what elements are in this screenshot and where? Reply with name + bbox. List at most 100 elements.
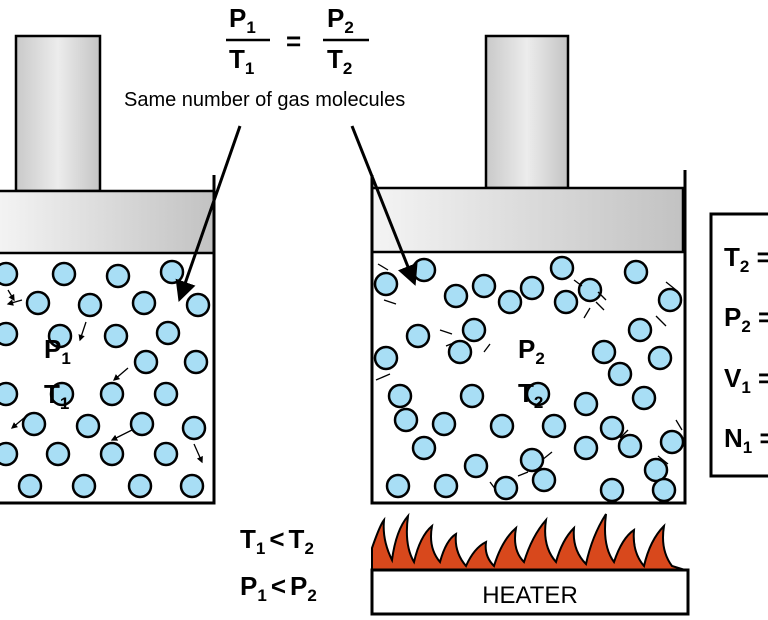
side-panel-box bbox=[709, 212, 768, 478]
gas-molecule bbox=[447, 339, 473, 365]
gas-molecule bbox=[659, 429, 685, 455]
gas-molecule bbox=[45, 441, 71, 467]
gas-molecule bbox=[373, 345, 399, 371]
gas-molecule bbox=[129, 411, 155, 437]
right-cylinder: P2 T2 bbox=[370, 34, 687, 505]
gas-molecule bbox=[133, 349, 159, 375]
gas-molecule bbox=[385, 473, 411, 499]
gas-molecule bbox=[599, 477, 625, 503]
gas-molecule bbox=[431, 411, 457, 437]
gas-molecule bbox=[185, 292, 211, 318]
gas-molecule bbox=[103, 323, 129, 349]
gas-molecule bbox=[77, 292, 103, 318]
pressure-comparison: P1<P2 bbox=[240, 571, 317, 605]
gas-molecule bbox=[573, 391, 599, 417]
right-temperature-label: T2 bbox=[518, 378, 543, 412]
gas-molecule bbox=[519, 275, 545, 301]
eq-p2: P2 bbox=[327, 3, 354, 37]
gas-molecule bbox=[519, 447, 545, 473]
gas-molecule bbox=[461, 317, 487, 343]
gas-molecule bbox=[159, 259, 185, 285]
gas-molecule bbox=[459, 383, 485, 409]
gas-molecule bbox=[443, 283, 469, 309]
gas-molecule bbox=[617, 433, 643, 459]
gas-molecule bbox=[99, 381, 125, 407]
gas-molecule bbox=[553, 289, 579, 315]
collision-mark bbox=[517, 471, 529, 477]
caption-text: Same number of gas molecules bbox=[124, 89, 405, 111]
left-cylinder: P1 T1 bbox=[0, 34, 216, 505]
collision-mark bbox=[541, 451, 553, 461]
collision-mark bbox=[619, 429, 629, 439]
gas-molecule bbox=[599, 415, 625, 441]
gas-molecule bbox=[17, 473, 43, 499]
left-pointer-arrow bbox=[175, 125, 242, 302]
gas-molecule bbox=[181, 415, 207, 441]
gas-molecule bbox=[155, 320, 181, 346]
gas-molecule bbox=[643, 457, 669, 483]
motion-arrow bbox=[7, 289, 15, 302]
side-panel-item: P2 = bbox=[724, 302, 768, 336]
motion-arrow bbox=[6, 299, 23, 306]
left-molecules bbox=[0, 259, 211, 499]
gas-molecule bbox=[531, 467, 557, 493]
gas-molecule bbox=[49, 381, 75, 407]
gas-molecule bbox=[573, 435, 599, 461]
right-piston-head bbox=[370, 186, 685, 254]
gas-molecule bbox=[541, 413, 567, 439]
left-container-wall bbox=[0, 175, 216, 505]
heater-box bbox=[370, 568, 690, 616]
gas-molecule bbox=[47, 323, 73, 349]
right-pointer-arrow bbox=[350, 125, 418, 286]
gas-molecule bbox=[99, 441, 125, 467]
heater-label: HEATER bbox=[482, 582, 578, 609]
gas-molecule bbox=[433, 473, 459, 499]
collision-mark bbox=[445, 341, 457, 347]
heater: HEATER bbox=[370, 512, 690, 616]
gas-molecule bbox=[631, 385, 657, 411]
gas-molecule bbox=[411, 257, 437, 283]
side-panel: T2 = P2 = V1 = N1 = bbox=[709, 212, 768, 478]
gas-molecule bbox=[21, 411, 47, 437]
collision-mark bbox=[597, 291, 607, 301]
heater-flames bbox=[371, 512, 686, 571]
left-motion-arrows bbox=[6, 289, 203, 464]
right-collision-marks bbox=[375, 263, 683, 491]
left-pressure-label: P1 bbox=[44, 334, 71, 368]
gas-molecule bbox=[577, 277, 603, 303]
collision-mark bbox=[375, 373, 391, 381]
side-panel-item: N1 = bbox=[724, 423, 768, 457]
gas-molecule bbox=[647, 345, 673, 371]
left-piston-rod bbox=[14, 34, 102, 193]
right-pressure-label: P2 bbox=[518, 334, 545, 368]
gas-molecule bbox=[489, 413, 515, 439]
gas-molecule bbox=[525, 381, 551, 407]
gas-molecule bbox=[127, 473, 153, 499]
collision-mark bbox=[583, 307, 591, 319]
collision-mark bbox=[489, 481, 497, 491]
collision-mark bbox=[657, 455, 669, 465]
gas-molecule bbox=[657, 287, 683, 313]
gas-molecule bbox=[591, 339, 617, 365]
gas-molecule bbox=[153, 381, 179, 407]
gas-molecule bbox=[405, 323, 431, 349]
collision-mark bbox=[675, 419, 683, 431]
eq-t2: T2 bbox=[327, 44, 352, 78]
motion-arrow bbox=[193, 443, 203, 464]
gas-molecule bbox=[627, 317, 653, 343]
motion-arrow bbox=[110, 429, 133, 441]
gas-molecule bbox=[493, 475, 519, 501]
temperature-comparison: T1<T2 bbox=[240, 524, 314, 558]
collision-mark bbox=[483, 343, 491, 353]
right-piston-rod bbox=[484, 34, 570, 190]
right-molecules bbox=[373, 255, 685, 503]
gas-molecule bbox=[411, 435, 437, 461]
motion-arrow bbox=[113, 367, 129, 381]
collision-mark bbox=[573, 279, 583, 287]
collision-mark bbox=[377, 263, 389, 271]
eq-t1: T1 bbox=[229, 44, 254, 78]
eq-p1: P1 bbox=[229, 3, 256, 37]
gas-molecule bbox=[105, 263, 131, 289]
equation: P1 T1 = P2 T2 bbox=[226, 3, 369, 78]
